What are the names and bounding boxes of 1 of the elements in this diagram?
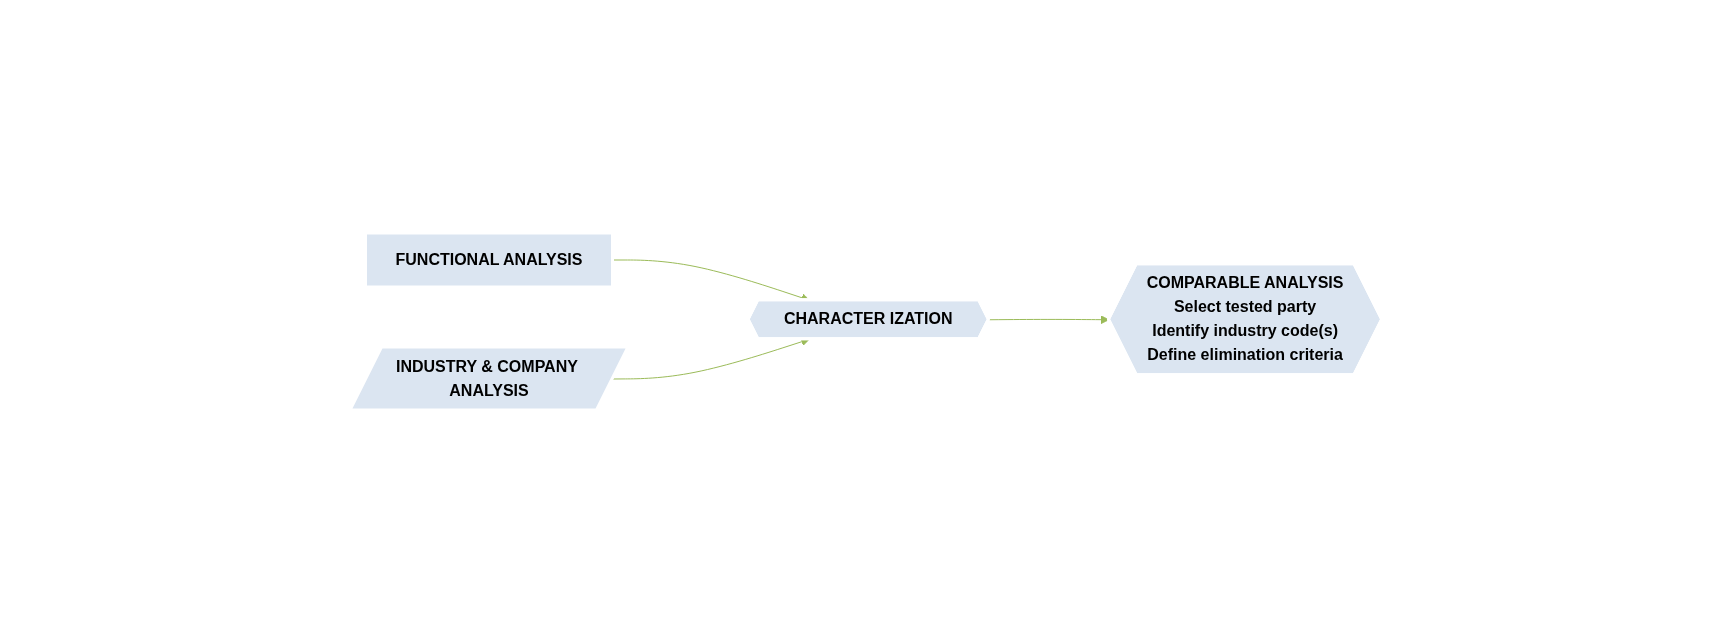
arrow: [988, 314, 1109, 324]
